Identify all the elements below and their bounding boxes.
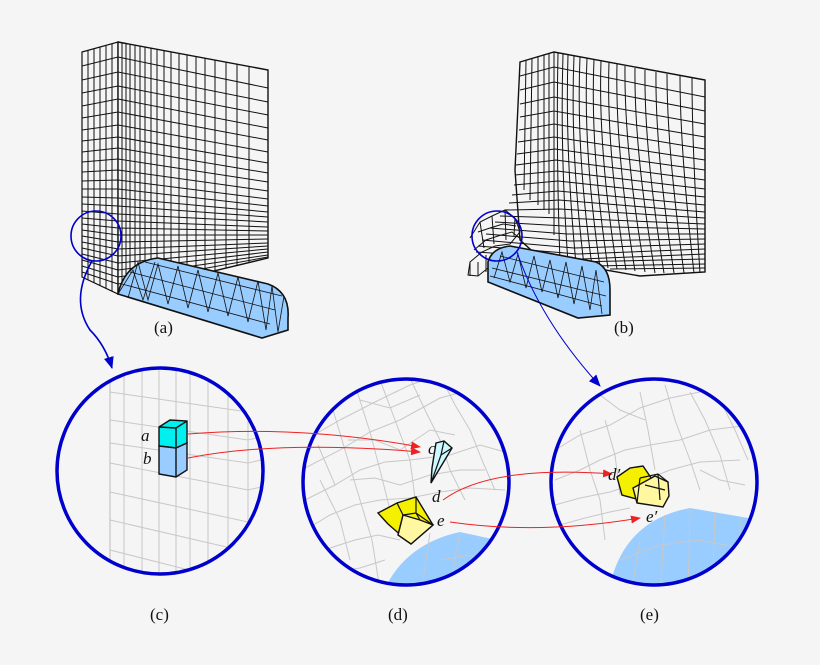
panel-a-undeformed-mesh — [70, 41, 289, 339]
connector-a-to-c — [79, 260, 114, 369]
label-element-d: d — [432, 487, 441, 506]
element-a — [158, 419, 188, 449]
arrow-b-to-c — [187, 446, 421, 459]
panel-e-zoom — [549, 377, 759, 587]
panel-c-zoom — [55, 366, 265, 576]
label-element-a: a — [141, 426, 150, 445]
indenter-b — [487, 245, 611, 319]
indenter-a — [117, 257, 289, 339]
arrow-a-to-c — [187, 430, 421, 450]
caption-c: (c) — [150, 605, 169, 624]
element-d-e — [376, 496, 435, 545]
element-d-prime-e-prime — [616, 465, 670, 508]
arrow-d-to-d-prime — [442, 469, 613, 501]
element-b — [158, 441, 188, 478]
arrow-e-to-e-prime — [449, 515, 641, 529]
caption-b: (b) — [614, 318, 634, 337]
label-element-d-prime: d′ — [608, 465, 621, 484]
label-element-e-prime: e′ — [646, 507, 658, 526]
label-element-b: b — [143, 449, 152, 468]
panel-d-zoom — [301, 377, 511, 587]
label-element-c: c — [428, 439, 436, 458]
zoom-circle-a — [70, 210, 122, 262]
caption-d: (d) — [388, 605, 408, 624]
caption-a: (a) — [154, 318, 173, 337]
panel-b-deformed-mesh — [467, 51, 706, 319]
caption-e: (e) — [640, 605, 659, 624]
connector-b-to-e — [516, 251, 601, 387]
zoom-circle-b — [471, 210, 523, 262]
element-c — [430, 440, 453, 484]
label-element-e: e — [437, 511, 445, 530]
